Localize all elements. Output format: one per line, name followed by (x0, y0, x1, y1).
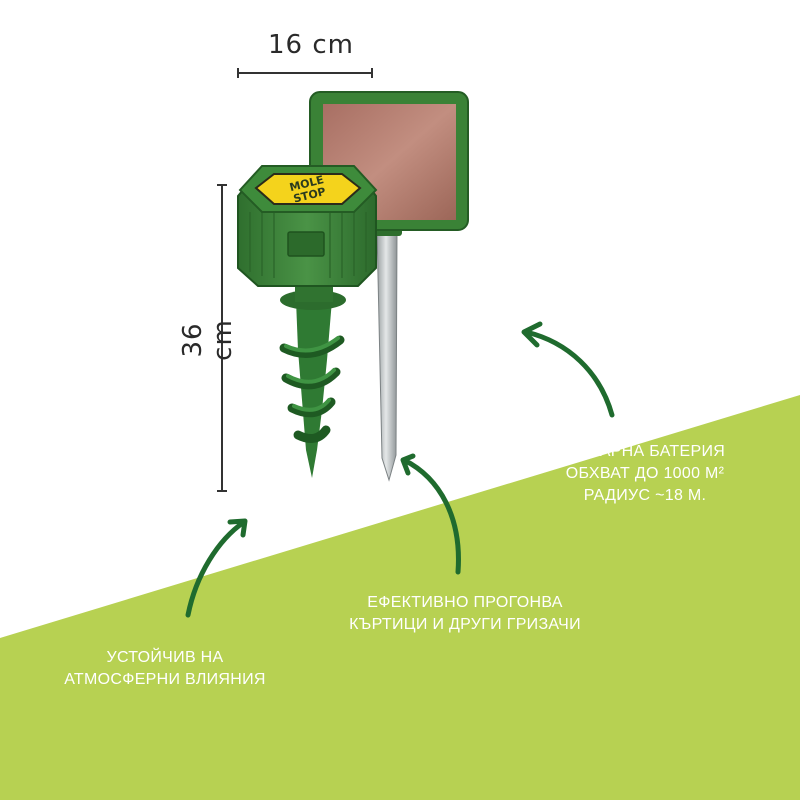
width-dimension-line (237, 68, 373, 78)
caption-line: РАДИУС ~18 М. (583, 487, 707, 504)
arrow-to-device (185, 518, 248, 618)
caption-line: АТМОСФЕРНИ ВЛИЯНИЯ (64, 671, 266, 688)
caption-line: ЕФЕКТИВНО ПРОГОНВА (367, 594, 563, 611)
height-dimension-line (217, 184, 227, 492)
caption-line: СОЛАРНА БАТЕРИЯ (564, 443, 726, 460)
caption-line: ОБХВАТ ДО 1000 М² (565, 465, 725, 482)
caption-weather-resistant: УСТОЙЧИВ НА АТМОСФЕРНИ ВЛИЯНИЯ (40, 647, 290, 691)
height-dimension-label: 36 cm (178, 319, 238, 361)
caption-line: УСТОЙЧИВ НА (106, 649, 224, 666)
mole-stop-logo (254, 173, 362, 205)
caption-line: КЪРТИЦИ И ДРУГИ ГРИЗАЧИ (349, 616, 581, 633)
arrow-to-stake (400, 453, 461, 575)
width-dimension-label: 16 cm (268, 30, 354, 60)
green-slope (0, 395, 800, 800)
arrow-to-solar-panel (521, 321, 615, 418)
repeller-device: MOLE STOP (237, 165, 378, 478)
ground-spike (296, 300, 332, 478)
caption-solar-battery: СОЛАРНА БАТЕРИЯ ОБХВАТ ДО 1000 М² РАДИУС… (530, 441, 760, 507)
caption-effective: ЕФЕКТИВНО ПРОГОНВА КЪРТИЦИ И ДРУГИ ГРИЗА… (300, 592, 630, 636)
metal-stake (376, 229, 398, 482)
